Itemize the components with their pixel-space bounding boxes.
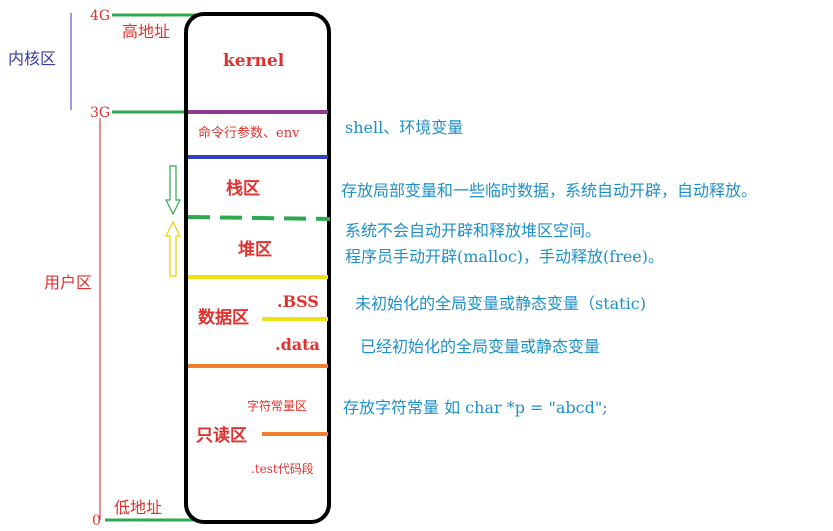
desc-env: shell、环境变量: [345, 118, 464, 137]
high-address-label: 高地址: [122, 22, 171, 41]
segment-kernel: kernel: [223, 51, 285, 71]
desc-heap-line2: 程序员手动开辟(malloc)，手动释放(free)。: [345, 247, 665, 266]
mark-4g: 4G: [90, 8, 111, 24]
segment-readonly: 只读区: [196, 426, 247, 446]
desc-data: 已经初始化的全局变量或静态变量: [360, 337, 601, 356]
memory-column: [184, 12, 331, 524]
desc-heap-line1: 系统不会自动开辟和释放堆区空间。: [345, 221, 602, 240]
segment-data-area: 数据区: [198, 308, 249, 328]
desc-readonly: 存放字符常量 如 char *p = "abcd";: [343, 398, 608, 417]
kernel-zone-label: 内核区: [8, 49, 57, 68]
heap-growth-arrow-icon: [165, 220, 181, 277]
segment-text-code: .test代码段: [251, 462, 314, 476]
segment-data: .data: [275, 335, 320, 354]
desc-bss: 未初始化的全局变量或静态变量（static): [355, 294, 646, 313]
segment-stack: 栈区: [226, 179, 260, 199]
low-address-label: 低地址: [114, 498, 163, 517]
segment-string-const: 字符常量区: [247, 399, 308, 413]
separator-stack-heap: [187, 215, 331, 221]
segment-bss: .BSS: [277, 292, 319, 311]
mark-0: 0: [92, 513, 101, 529]
segment-cmdline-env: 命令行参数、env: [198, 126, 300, 141]
user-zone-label: 用户区: [44, 273, 93, 292]
desc-stack: 存放局部变量和一些临时数据，系统自动开辟，自动释放。: [341, 181, 758, 200]
mark-3g: 3G: [90, 105, 111, 121]
segment-heap: 堆区: [238, 240, 272, 260]
stack-growth-arrow-icon: [165, 165, 181, 216]
